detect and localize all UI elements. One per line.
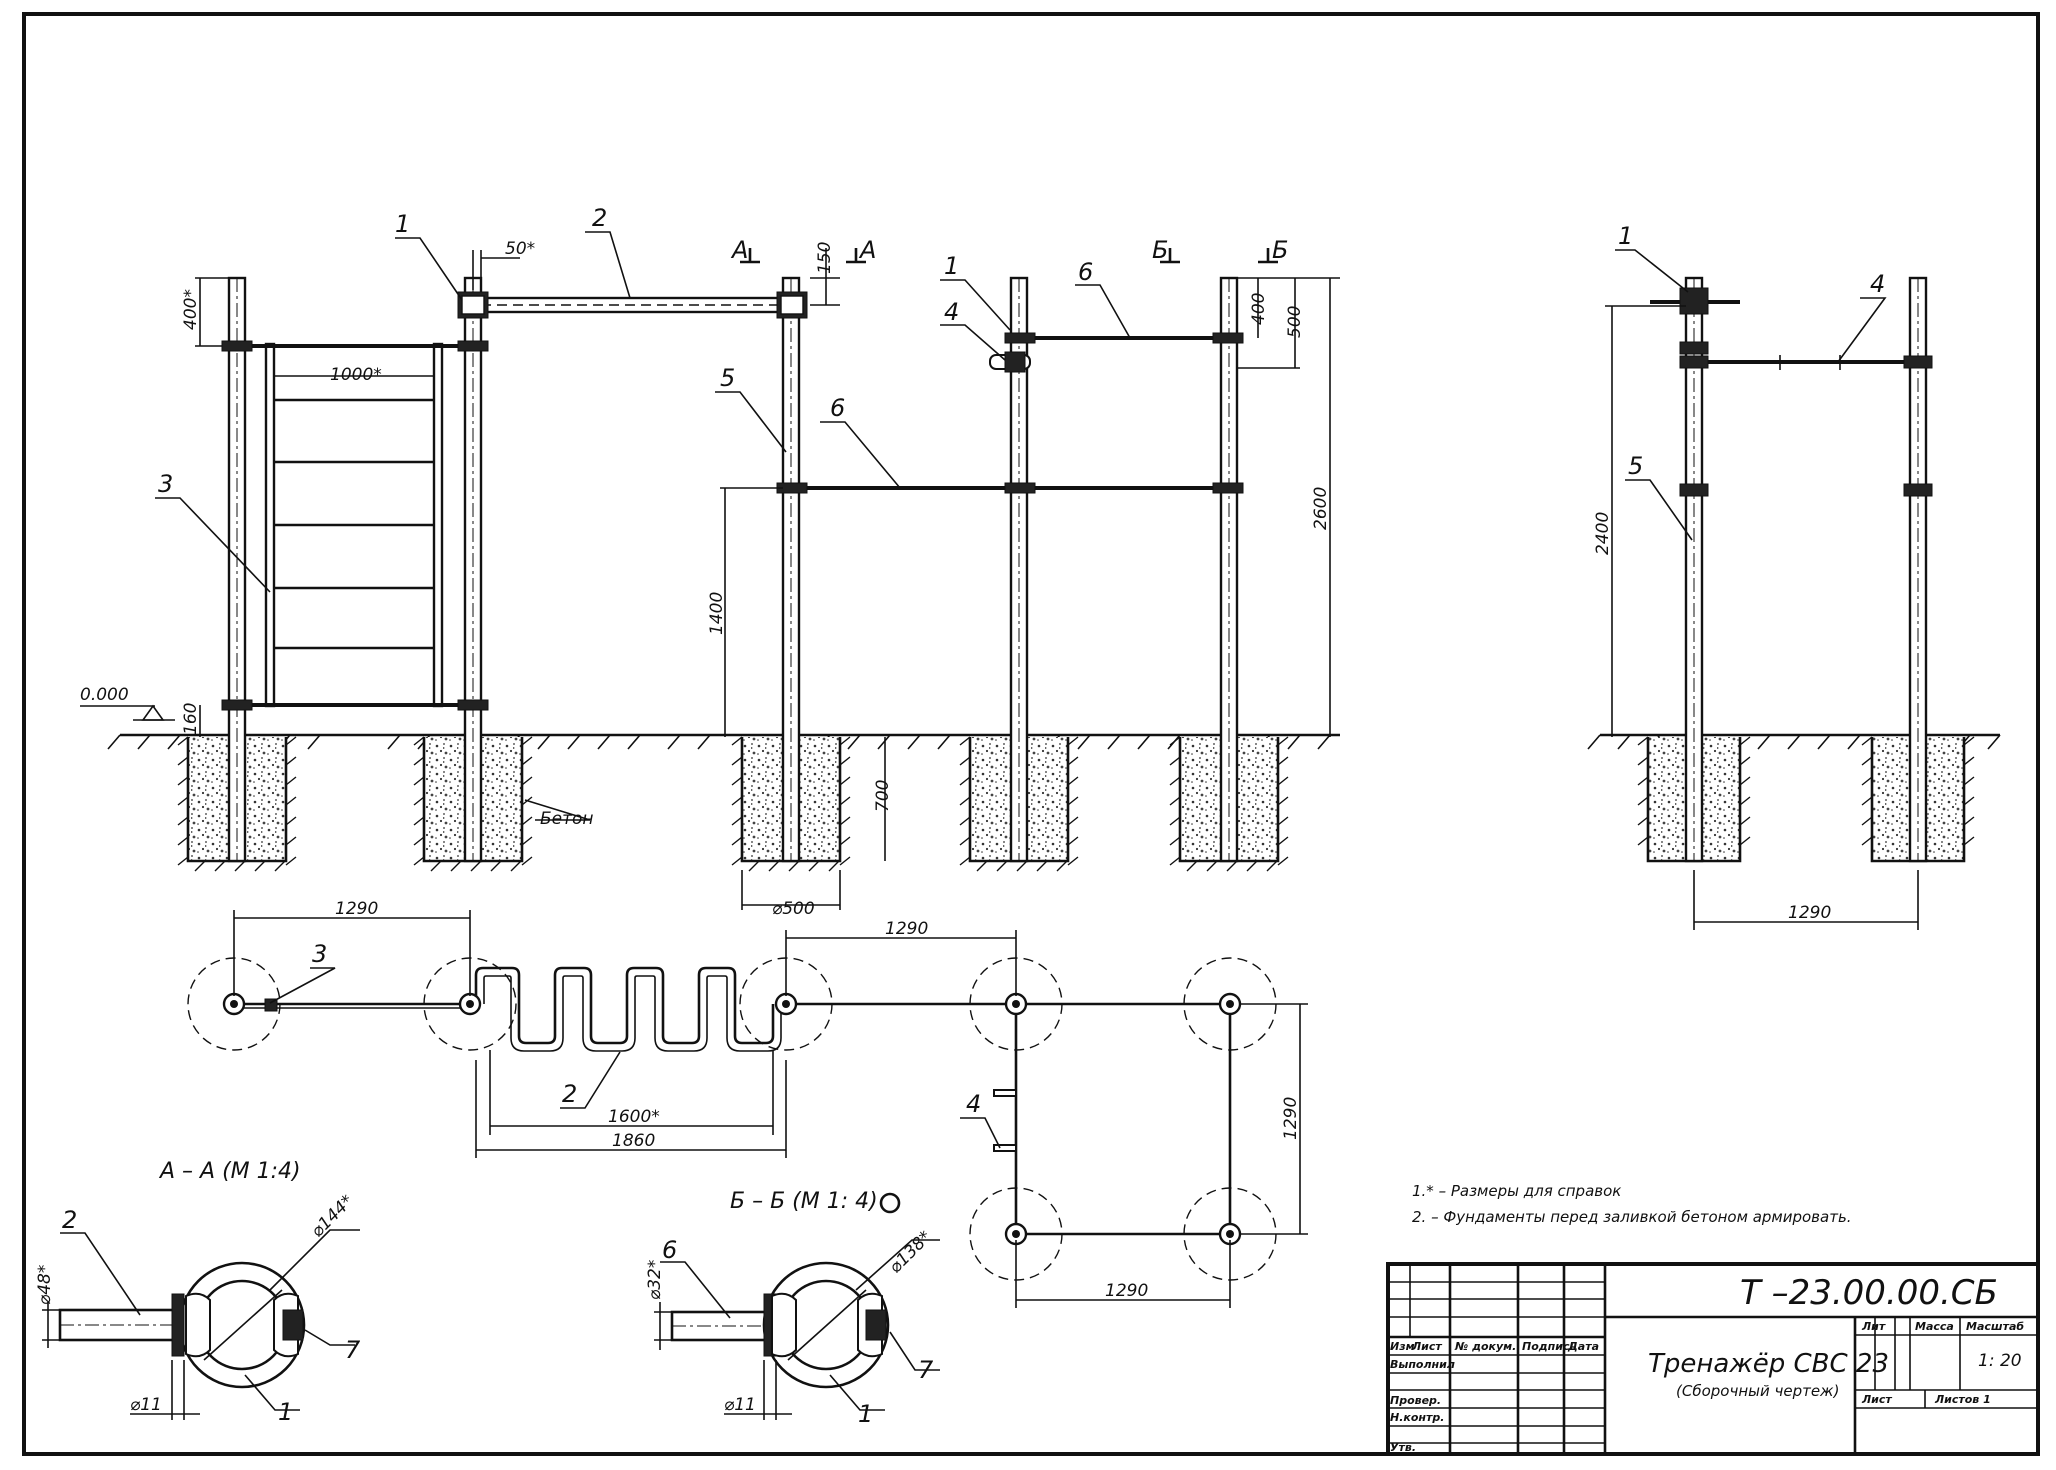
dim-11-a: ⌀11	[130, 1395, 162, 1415]
aa-label-1: 1	[278, 1398, 293, 1426]
level-marker	[80, 704, 175, 721]
dim-1290-d: 1290	[1105, 1281, 1148, 1301]
hdr-sign: Подпись	[1522, 1340, 1576, 1353]
horizontal-ladder	[457, 291, 808, 319]
section-bb	[654, 1192, 940, 1420]
leaders-front	[155, 231, 1131, 821]
part-label-2p: 2	[562, 1080, 577, 1108]
part-label-4: 4	[944, 298, 959, 326]
section-aa-title: А – А (М 1:4)	[158, 1159, 301, 1184]
part-label-4c: 4	[1870, 270, 1885, 298]
section-mark-a2: А	[858, 236, 876, 264]
dim-144: ⌀144*	[307, 1191, 357, 1241]
part-label-4p: 4	[966, 1090, 981, 1118]
plan-view	[187, 910, 1308, 1308]
section-mark-b1: Б	[1152, 236, 1168, 264]
sheet-frame	[22, 12, 2040, 1456]
dim-2400: 2400	[1593, 512, 1613, 555]
wall-bars	[221, 340, 489, 711]
role-check: Провер.	[1390, 1394, 1441, 1407]
dim-150: 150	[815, 242, 835, 274]
part-label-6b: 6	[1078, 258, 1093, 286]
product-name: Тренажёр СВС 23	[1648, 1349, 1889, 1379]
side-view	[1587, 249, 2001, 930]
dim-1290-c: 1290	[1281, 1097, 1301, 1140]
high-bar	[989, 332, 1244, 373]
part-label-2: 2	[592, 204, 607, 232]
dim-1000: 1000*	[330, 365, 382, 385]
dim-48: ⌀48*	[35, 1265, 55, 1305]
dim-500: 500	[1285, 306, 1305, 338]
dim-1400: 1400	[707, 592, 727, 635]
dim-1860: 1860	[612, 1131, 655, 1151]
aa-label-7: 7	[345, 1336, 361, 1364]
bb-label-7: 7	[918, 1356, 934, 1384]
role-norm: Н.контр.	[1390, 1411, 1444, 1424]
col-scale: Масштаб	[1966, 1320, 2024, 1333]
col-mass: Масса	[1915, 1320, 1954, 1333]
dim-50: 50*	[505, 239, 535, 259]
part-label-3p: 3	[312, 940, 327, 968]
section-bb-title: Б – Б (М 1: 4)	[730, 1189, 878, 1214]
dim-1290-b: 1290	[885, 919, 928, 939]
bb-label-1: 1	[858, 1400, 873, 1428]
concrete-label: Бетон	[540, 809, 594, 829]
part-label-6: 6	[830, 394, 845, 422]
hdr-doc: № докум.	[1454, 1340, 1516, 1353]
role-approve: Утв.	[1390, 1441, 1416, 1454]
dim-2600: 2600	[1311, 487, 1331, 530]
dim-11-b: ⌀11	[724, 1395, 756, 1415]
document-type: (Сборочный чертеж)	[1676, 1382, 1839, 1400]
dim-400: 400*	[181, 289, 201, 330]
dim-700: 700	[873, 780, 893, 812]
dim-1290-a: 1290	[335, 899, 378, 919]
sheet-label: Лист	[1861, 1393, 1892, 1406]
part-label-5c: 5	[1628, 452, 1643, 480]
low-bar	[776, 482, 1244, 494]
bb-label-6: 6	[662, 1236, 677, 1264]
section-arrows	[740, 248, 1278, 264]
aa-label-2: 2	[62, 1206, 77, 1234]
level-label: 0.000	[80, 685, 129, 705]
dim-1600: 1600*	[608, 1107, 660, 1127]
dim-500-dia: ⌀500	[772, 899, 815, 919]
sheets-label: Листов 1	[1934, 1393, 1991, 1406]
part-label-3: 3	[158, 470, 173, 498]
part-label-1c: 1	[1618, 222, 1633, 250]
dim-138: ⌀138*	[885, 1227, 935, 1277]
section-aa	[42, 1229, 360, 1420]
note-2: 2. – Фундаменты перед заливкой бетоном а…	[1412, 1208, 1852, 1226]
hdr-izm: Изм	[1390, 1340, 1415, 1353]
drawing-code: Т –23.00.00.СБ	[1740, 1273, 1998, 1313]
part-label-1: 1	[395, 210, 410, 238]
dim-32: ⌀32*	[645, 1260, 665, 1300]
role-done: Выполнил	[1390, 1358, 1455, 1371]
front-dimensions	[195, 248, 1340, 910]
section-mark-b2: Б	[1272, 236, 1288, 264]
dim-1290-side: 1290	[1788, 903, 1831, 923]
section-mark-a1: А	[730, 236, 748, 264]
scale-value: 1: 20	[1978, 1351, 2022, 1371]
hdr-list: Лист	[1411, 1340, 1442, 1353]
note-1: 1.* – Размеры для справок	[1412, 1182, 1621, 1200]
part-label-1b: 1	[944, 252, 959, 280]
part-label-5: 5	[720, 364, 735, 392]
posts-front	[227, 276, 1239, 863]
title-block	[1386, 1262, 2040, 1456]
dim-160: 160	[181, 703, 201, 735]
dim-400b: 400	[1249, 293, 1269, 325]
hdr-date: Дата	[1567, 1340, 1599, 1353]
col-lit: Лит	[1861, 1320, 1886, 1333]
